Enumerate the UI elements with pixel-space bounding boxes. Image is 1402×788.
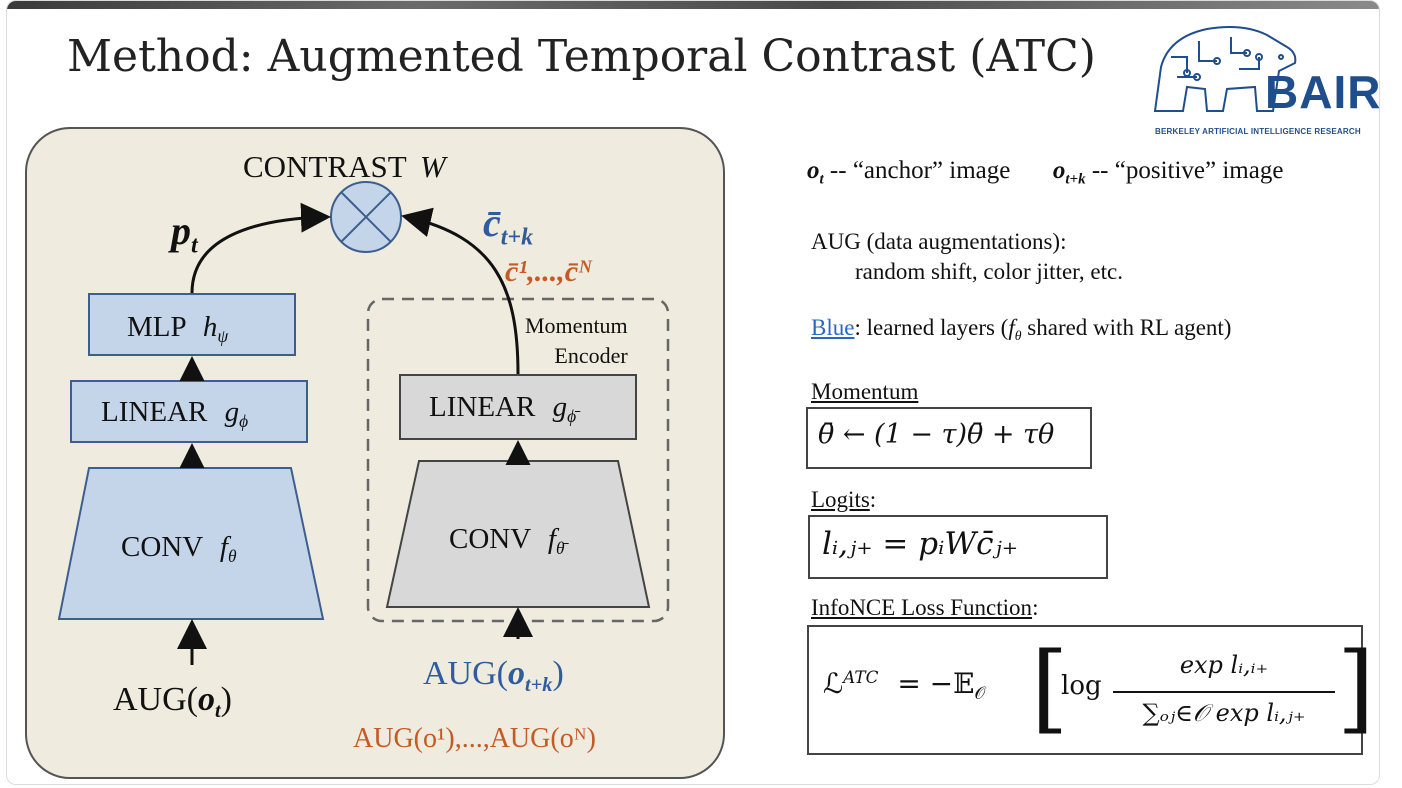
fraction-bar (1113, 691, 1335, 693)
logits-equation-box: lᵢ,ⱼ₊ = pᵢWc̄ⱼ₊ (808, 515, 1108, 579)
momentum-equation-box: θ̄ ← (1 − τ)θ̄ + τθ (806, 407, 1092, 469)
conv-trapezoid (57, 467, 325, 620)
video-card: Method: Augmented Temporal Contrast (ATC… (6, 0, 1380, 785)
aug-description: AUG (data augmentations): random shift, … (811, 229, 1123, 284)
blue-legend-word[interactable]: Blue (811, 315, 855, 340)
linear-label: LINEAR gϕ (101, 396, 249, 432)
logits-equation: lᵢ,ⱼ₊ = pᵢWc̄ⱼ₊ (822, 526, 1019, 562)
bear-icon (1153, 26, 1297, 112)
video-top-strip (7, 1, 1379, 9)
logits-heading: Logits: (811, 487, 877, 512)
loss-lhs: ℒATC = −𝔼𝒪 (823, 667, 986, 703)
right-bracket: ] (1337, 632, 1375, 744)
loss-numerator: exp lᵢ,ᵢ₊ (1179, 651, 1269, 679)
negatives-label: c̄¹,...,c̄ᴺ (505, 255, 592, 288)
mlp-box (88, 293, 296, 356)
arrow-c-to-contrast (401, 207, 520, 375)
momentum-encoder-label: Momentum Encoder (525, 313, 628, 368)
slide-title: Method: Augmented Temporal Contrast (ATC… (67, 31, 1096, 82)
linear-target-box (399, 374, 637, 440)
infonce-heading: InfoNCE Loss Function: (811, 595, 1039, 620)
p-t-label: pt (171, 208, 198, 259)
diagram-shapes (25, 127, 725, 779)
blue-legend: Blue: learned layers (fθ shared with RL … (811, 315, 1232, 343)
contrast-label: CONTRAST W (243, 149, 446, 184)
loss-log: log (1061, 671, 1102, 701)
bair-logo: BAIR BERKELEY ARTIFICIAL INTELLIGENCE RE… (1147, 17, 1380, 141)
bair-wordmark: BAIR (1265, 66, 1380, 118)
conv-target-label: CONV fθ̄ (449, 523, 565, 559)
atc-diagram: CONTRAST W pt c̄t+k c̄¹,...,c̄ᴺ MLP hψ L… (25, 127, 727, 781)
loss-denominator: ∑ₒⱼ∈𝒪 exp lᵢ,ⱼ₊ (1142, 699, 1306, 727)
linear-target-label: LINEAR gϕ̄ (429, 391, 577, 427)
momentum-heading: Momentum (811, 379, 919, 404)
aug-negatives-label: AUG(o¹),...,AUG(oᴺ) (353, 723, 596, 754)
momentum-equation: θ̄ ← (1 − τ)θ̄ + τθ (818, 419, 1055, 450)
mlp-label: MLP hψ (127, 311, 229, 347)
loss-equation-box: ℒATC = −𝔼𝒪 [ log exp lᵢ,ᵢ₊ ∑ₒⱼ∈𝒪 exp lᵢ,… (807, 625, 1374, 755)
conv-target-trapezoid (385, 460, 651, 608)
c-bar-label: c̄t+k (483, 200, 534, 251)
aug-anchor-label: AUG(ot) (113, 681, 232, 723)
conv-label: CONV fθ (121, 531, 237, 567)
anchor-positive-line: ot -- “anchor” image ot+k -- “positive” … (807, 157, 1284, 188)
bair-subtitle: BERKELEY ARTIFICIAL INTELLIGENCE RESEARC… (1155, 127, 1361, 136)
linear-box (70, 380, 308, 443)
aug-positive-label: AUG(ot+k) (423, 655, 564, 697)
left-bracket: [ (1031, 632, 1069, 744)
arrow-p-to-contrast (190, 202, 331, 294)
